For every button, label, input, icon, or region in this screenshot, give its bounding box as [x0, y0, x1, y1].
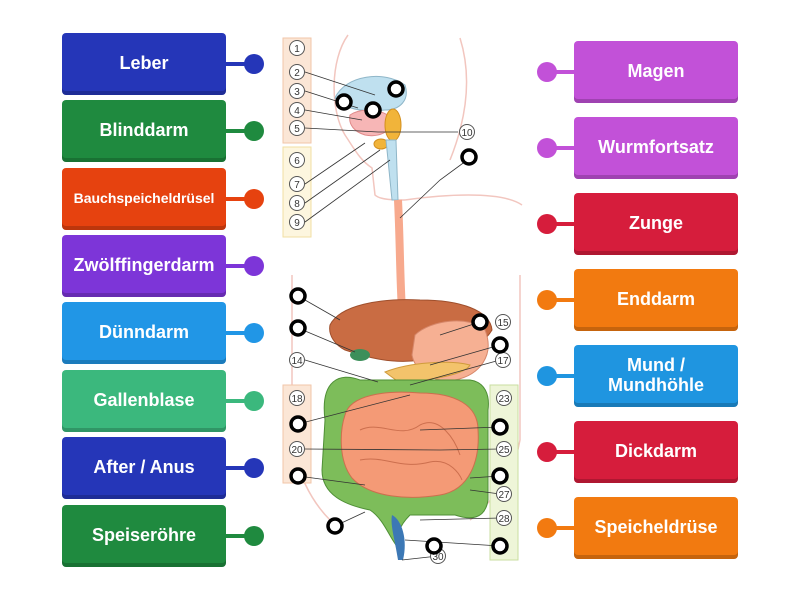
connector	[546, 146, 574, 150]
label-enddarm[interactable]: Enddarm	[574, 269, 738, 331]
connector	[546, 374, 574, 378]
svg-text:17: 17	[497, 356, 509, 367]
svg-text:10: 10	[461, 128, 473, 139]
answer-targets	[289, 80, 509, 555]
svg-text:20: 20	[291, 445, 303, 456]
connector	[226, 466, 254, 470]
svg-text:27: 27	[498, 490, 510, 501]
connector	[226, 129, 254, 133]
connector	[226, 62, 254, 66]
rectum	[391, 515, 405, 560]
connector-dot[interactable]	[244, 458, 264, 478]
label-bauchspeicheldruese[interactable]: Bauchspeicheldrüsel	[62, 168, 226, 230]
intestine-folds	[359, 422, 463, 481]
connector	[546, 222, 574, 226]
svg-text:8: 8	[294, 199, 300, 210]
connector	[226, 264, 254, 268]
label-duenndarm[interactable]: Dünndarm	[62, 302, 226, 364]
svg-text:5: 5	[294, 124, 300, 135]
connector	[226, 399, 254, 403]
svg-text:30: 30	[432, 552, 444, 563]
connector	[226, 534, 254, 538]
svg-text:2: 2	[294, 68, 300, 79]
label-zunge[interactable]: Zunge	[574, 193, 738, 255]
connector-dot[interactable]	[244, 256, 264, 276]
svg-text:14: 14	[291, 356, 303, 367]
number-markers: 1 2 3 4 5 6 7 8 9 10 14 15 17 18 20 23 2…	[289, 40, 512, 564]
label-dickdarm[interactable]: Dickdarm	[574, 421, 738, 483]
connector-dot[interactable]	[244, 121, 264, 141]
connector-dot[interactable]	[244, 54, 264, 74]
svg-text:6: 6	[294, 156, 300, 167]
svg-text:1: 1	[294, 44, 300, 55]
small-intestine	[340, 391, 479, 498]
connector	[546, 526, 574, 530]
label-zwoelffingerdarm[interactable]: Zwölffingerdarm	[62, 235, 226, 297]
svg-text:3: 3	[294, 87, 300, 98]
label-speiseroehre[interactable]: Speiseröhre	[62, 505, 226, 567]
connector	[226, 197, 254, 201]
label-speicheldruese[interactable]: Speicheldrüse	[574, 497, 738, 559]
svg-text:9: 9	[294, 218, 300, 229]
svg-text:25: 25	[498, 445, 510, 456]
label-after-anus[interactable]: After / Anus	[62, 437, 226, 499]
connector-dot[interactable]	[244, 526, 264, 546]
connector-dot[interactable]	[244, 391, 264, 411]
label-leber[interactable]: Leber	[62, 33, 226, 95]
label-mund-mundhoehle[interactable]: Mund / Mundhöhle	[574, 345, 738, 407]
svg-text:7: 7	[294, 180, 300, 191]
label-magen[interactable]: Magen	[574, 41, 738, 103]
connector	[546, 70, 574, 74]
connector-dot[interactable]	[244, 189, 264, 209]
svg-text:15: 15	[497, 318, 509, 329]
connector	[226, 331, 254, 335]
label-wurmfortsatz[interactable]: Wurmfortsatz	[574, 117, 738, 179]
connector-dot[interactable]	[244, 323, 264, 343]
svg-text:23: 23	[498, 394, 510, 405]
svg-text:18: 18	[291, 394, 303, 405]
svg-text:4: 4	[294, 106, 300, 117]
label-gallenblase[interactable]: Gallenblase	[62, 370, 226, 432]
label-blinddarm[interactable]: Blinddarm	[62, 100, 226, 162]
connector	[546, 298, 574, 302]
svg-text:28: 28	[498, 514, 510, 525]
connector	[546, 450, 574, 454]
